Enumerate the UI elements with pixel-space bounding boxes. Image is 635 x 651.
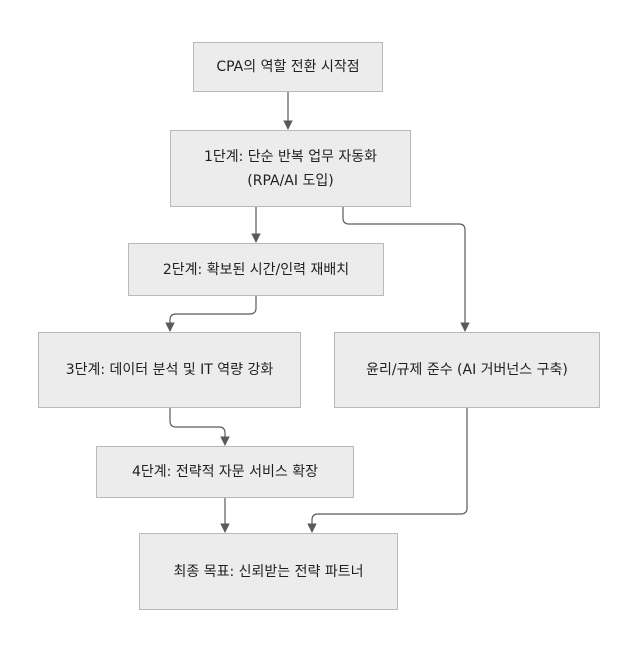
node-ethics: 윤리/규제 준수 (AI 거버넌스 구축) xyxy=(334,332,600,408)
edge-step1-to-ethics xyxy=(342,207,470,332)
node-step2: 2단계: 확보된 시간/인력 재배치 xyxy=(128,243,384,296)
node-step3: 3단계: 데이터 분석 및 IT 역량 강화 xyxy=(38,332,301,408)
node-step2-label: 2단계: 확보된 시간/인력 재배치 xyxy=(162,261,350,278)
node-step4-label: 4단계: 전략적 자문 서비스 확장 xyxy=(132,464,318,480)
node-step3-label: 3단계: 데이터 분석 및 IT 역량 강화 xyxy=(65,362,274,378)
node-goal-label: 최종 목표: 신뢰받는 전략 파트너 xyxy=(173,563,364,580)
node-step1-label: 1단계: 단순 반복 업무 자동화 (RPA/AI 도입) xyxy=(203,148,378,189)
edge-step2-to-step3 xyxy=(165,296,257,332)
node-ethics-label: 윤리/규제 준수 (AI 거버넌스 구축) xyxy=(366,362,568,378)
edge-step3-to-step4 xyxy=(169,408,230,446)
node-start-label: CPA의 역할 전환 시작점 xyxy=(216,59,360,75)
node-start: CPA의 역할 전환 시작점 xyxy=(193,42,383,92)
node-step1: 1단계: 단순 반복 업무 자동화 (RPA/AI 도입) xyxy=(170,130,411,207)
edge-ethics-to-goal xyxy=(307,408,468,533)
node-goal: 최종 목표: 신뢰받는 전략 파트너 xyxy=(139,533,398,610)
node-step4: 4단계: 전략적 자문 서비스 확장 xyxy=(96,446,354,498)
